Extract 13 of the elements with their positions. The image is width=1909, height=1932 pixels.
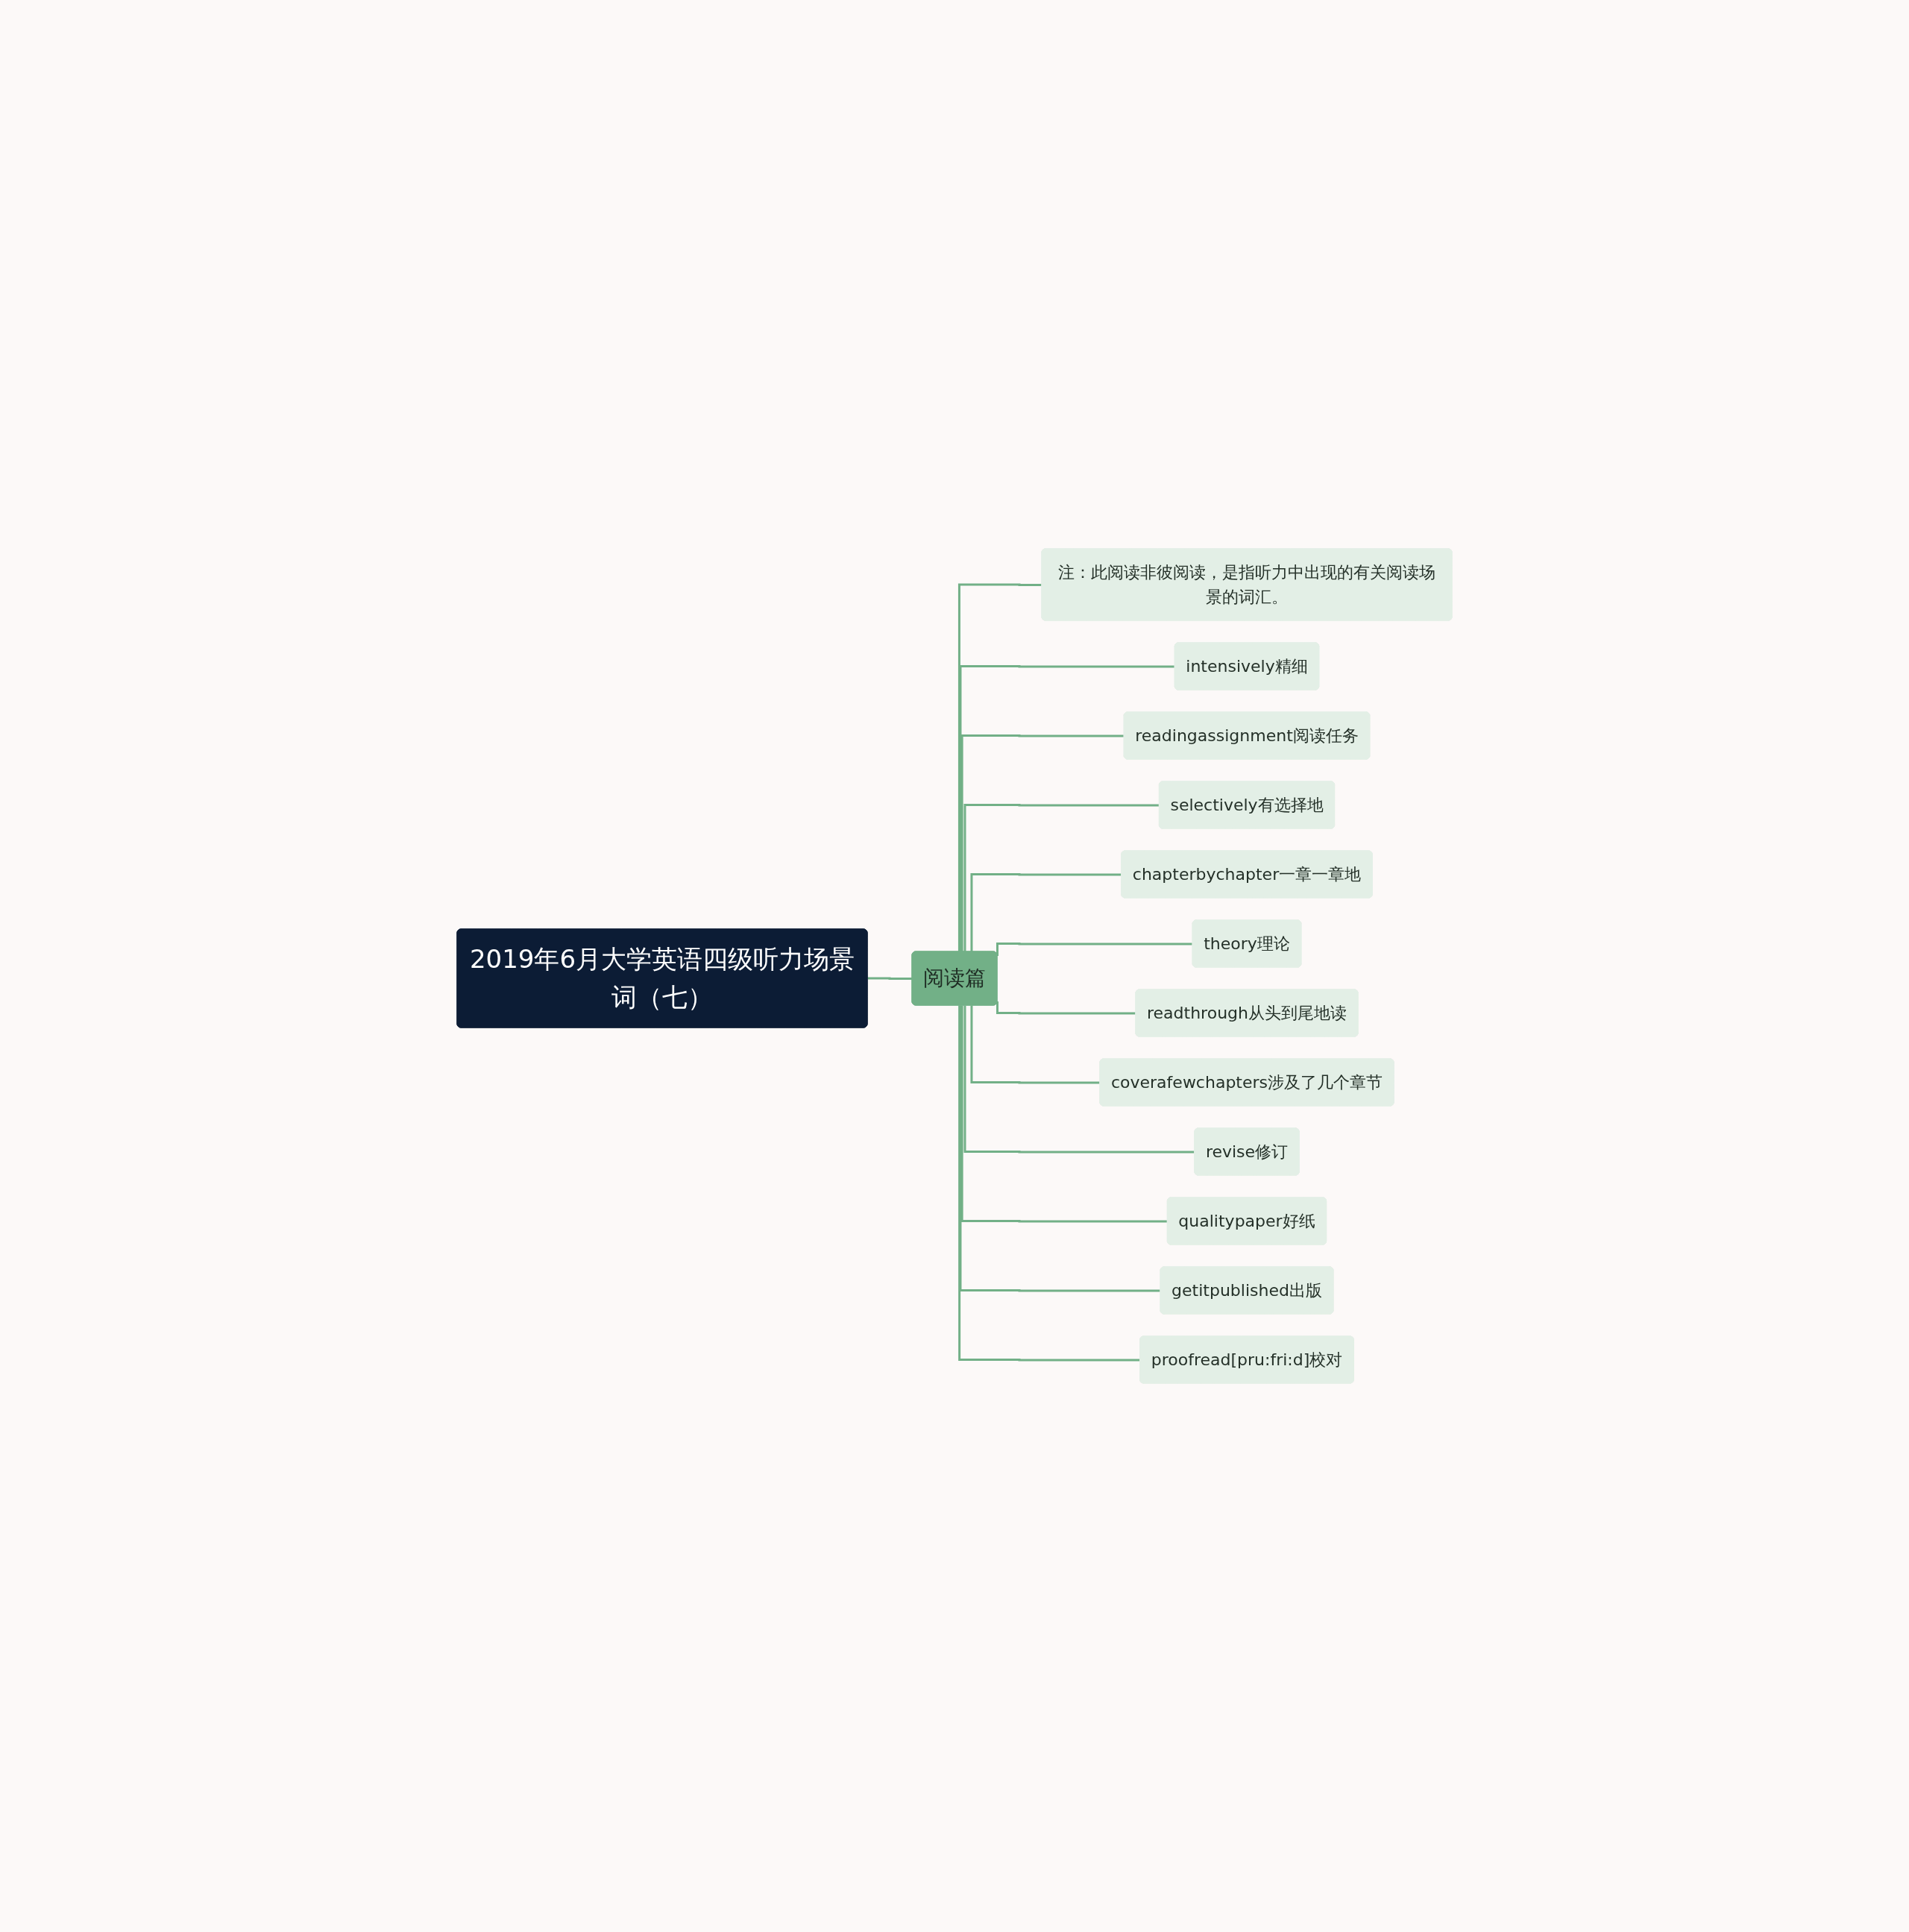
connector (996, 943, 1193, 957)
connector (958, 1005, 1141, 1362)
connector (996, 1001, 1136, 1015)
connector (963, 1005, 1195, 1154)
connector (867, 977, 913, 980)
connector (970, 873, 1122, 952)
connector (959, 1005, 1161, 1292)
connector (970, 1005, 1101, 1084)
connector (960, 734, 1125, 952)
connector (963, 804, 1160, 952)
connector (960, 1005, 1168, 1223)
connector (957, 583, 1042, 952)
connector (959, 665, 1175, 952)
